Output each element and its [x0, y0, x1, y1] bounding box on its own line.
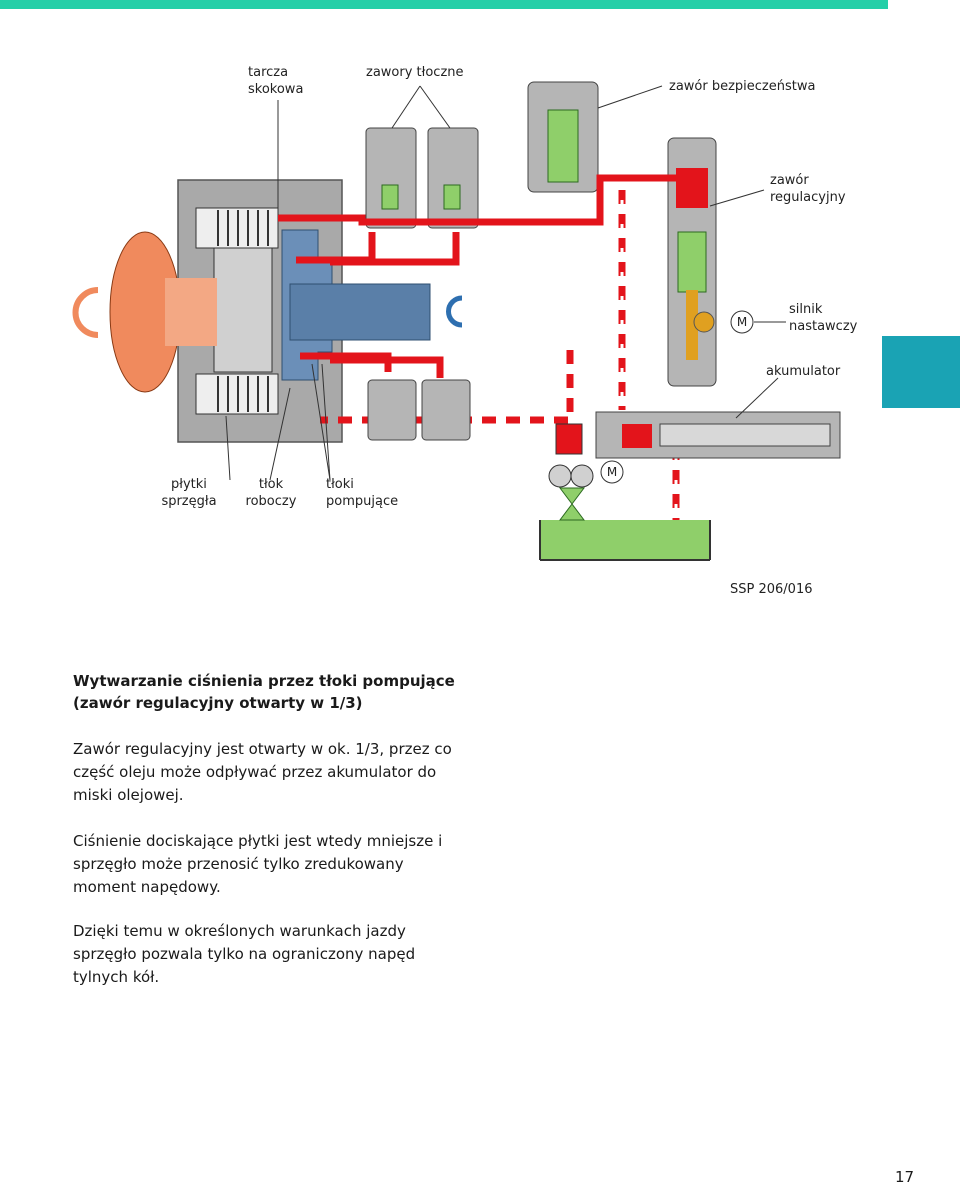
- oil-sump: [540, 520, 710, 560]
- page-number: 17: [895, 1168, 915, 1186]
- leader-lines: [225, 85, 786, 481]
- hydraulic-diagram: [72, 81, 841, 561]
- swash-plate-hub: [165, 278, 217, 346]
- label-delivery-valves: zawory tłoczne: [366, 65, 464, 80]
- check-valve: [555, 423, 583, 455]
- oil-pump-intake: [559, 487, 585, 521]
- shaft: [289, 283, 431, 341]
- section-heading: Wytwarzanie ciśnienia przez tłoki pompuj…: [73, 672, 455, 712]
- safety-valve-spring: [547, 109, 579, 183]
- label-safety-valve: zawór bezpieczeństwa: [669, 79, 816, 94]
- oil-pump-gear-right: [570, 464, 594, 488]
- oil-pump-gear-left: [548, 464, 572, 488]
- accumulator-spring: [659, 423, 831, 447]
- rotation-arrow-left: [72, 287, 99, 338]
- section-tab: [882, 336, 960, 408]
- label-regulating-valve: zawór regulacyjny: [770, 173, 846, 205]
- figure-caption: SSP 206/016: [730, 582, 813, 597]
- paragraph-2: Ciśnienie dociskające płytki jest wtedy …: [73, 832, 443, 896]
- label-accumulator: akumulator: [766, 364, 841, 379]
- pump-valves: [367, 379, 471, 441]
- regulating-valve-spring: [677, 231, 707, 293]
- clutch-plate-stack: [217, 210, 269, 412]
- label-pump-pistons: tłoki pompujące: [326, 477, 399, 509]
- pressure-lines: [278, 174, 676, 378]
- servo-motor-letter: M: [736, 315, 748, 329]
- paragraph-1: Zawór regulacyjny jest otwarty w ok. 1/3…: [73, 740, 452, 804]
- top-accent-bar: [0, 0, 888, 9]
- return-lines-white: [620, 190, 678, 540]
- label-swash-plate: tarcza skokowa: [248, 65, 304, 97]
- gear-hub: [213, 247, 273, 373]
- rotation-arrow-shaft: [446, 295, 463, 328]
- accumulator-pressure: [622, 424, 652, 448]
- label-working-piston: tłok roboczy: [245, 477, 297, 509]
- oil-pump-motor-letter: M: [606, 465, 618, 479]
- regulating-valve-chamber: [676, 168, 708, 208]
- oil-pump-motor-icon: [600, 460, 624, 484]
- motor-gear: [693, 311, 715, 333]
- regulating-valve-needle: [686, 290, 698, 360]
- paragraph-3: Dzięki temu w określonych warunkach jazd…: [73, 922, 416, 986]
- valve-springs: [381, 184, 461, 210]
- servo-motor-icon: [730, 310, 754, 334]
- label-servo-motor: silnik nastawczy: [789, 302, 858, 334]
- label-clutch-plates: płytki sprzęgła: [161, 477, 217, 509]
- delivery-valves: [365, 127, 479, 229]
